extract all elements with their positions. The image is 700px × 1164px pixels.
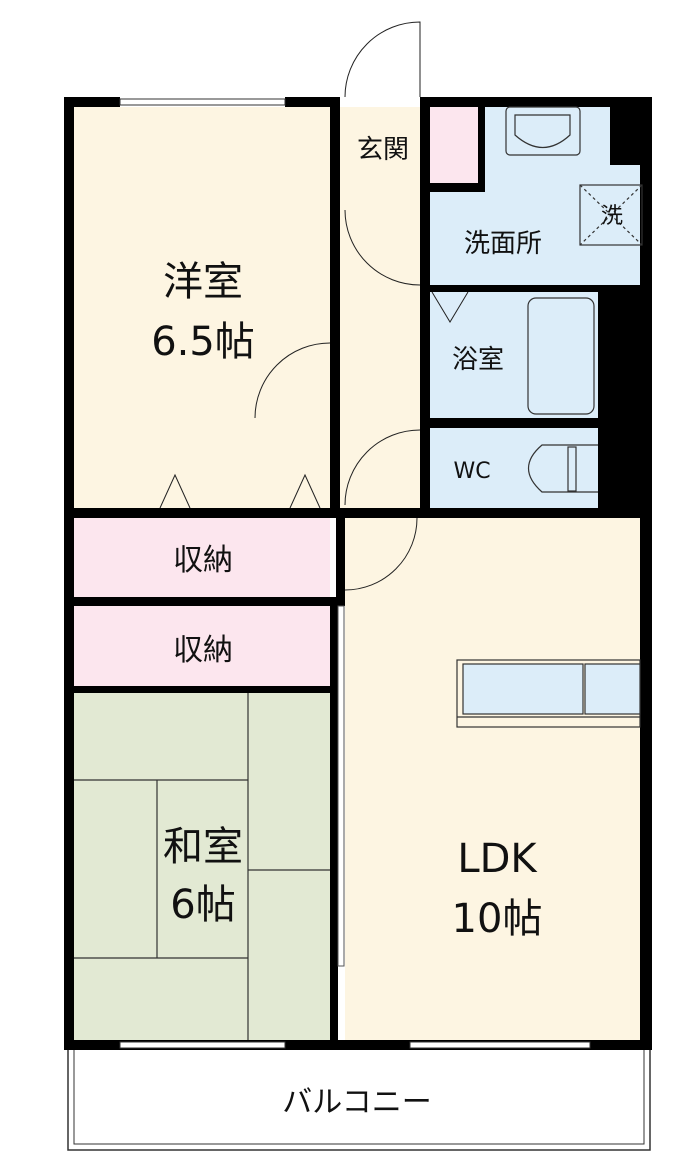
- washer-label: 洗: [601, 204, 623, 229]
- ldk-name: LDK: [457, 836, 538, 882]
- western-room-size: 6.5帖: [151, 319, 255, 365]
- japanese-room-size: 6帖: [170, 882, 235, 928]
- windows: [119, 98, 591, 1049]
- ldk-size: 10帖: [452, 896, 543, 942]
- bathroom: [430, 292, 598, 418]
- ldk-room: [345, 516, 640, 1040]
- japanese-room: [74, 693, 332, 1040]
- entrance-label: 玄関: [357, 135, 409, 165]
- balcony-label: バルコニー: [282, 1085, 431, 1120]
- hallway: [340, 107, 422, 511]
- balcony-area: [67, 1047, 651, 1151]
- shoe-storage: [427, 107, 479, 183]
- walls: [64, 97, 652, 1050]
- japanese-room-name: 和室: [163, 824, 243, 870]
- storage-2-label: 収納: [173, 633, 233, 668]
- western-room-name: 洋室: [163, 259, 243, 305]
- washroom-label: 洗面所: [464, 229, 542, 259]
- storage-1-label: 収納: [173, 543, 233, 578]
- storage-1: [74, 518, 330, 598]
- toilet: [430, 428, 598, 508]
- washroom: [430, 107, 640, 285]
- bath-label: 浴室: [452, 345, 504, 375]
- fixtures: [456, 106, 643, 728]
- wc-label: WC: [453, 459, 490, 484]
- doors: [159, 21, 469, 591]
- western-room: [74, 107, 332, 511]
- tatami-lines: [74, 693, 332, 1040]
- storage-2: [74, 606, 330, 686]
